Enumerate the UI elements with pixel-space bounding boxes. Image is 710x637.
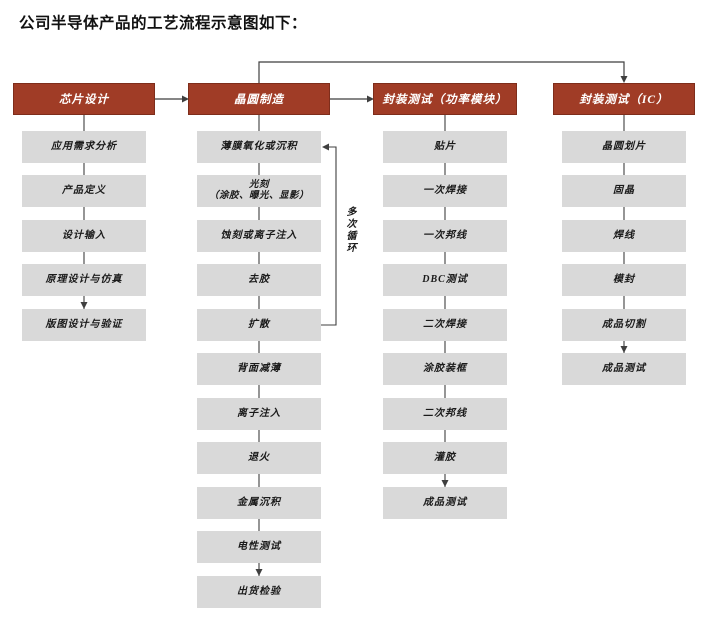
step-thinfilm-oxidation-deposition: 薄膜氧化或沉积 bbox=[197, 131, 321, 163]
arrowhead-down-icon bbox=[255, 569, 263, 576]
step-wire-bonding: 焊线 bbox=[562, 220, 686, 252]
step-first-wire-bonding: 一次邦线 bbox=[383, 220, 507, 252]
step-electrical-test: 电性测试 bbox=[197, 531, 321, 563]
step-die-bonding: 固晶 bbox=[562, 175, 686, 207]
step-product-definition: 产品定义 bbox=[22, 175, 146, 207]
step-lithography: 光刻 （涂胶、曝光、显影） bbox=[197, 175, 321, 207]
step-product-cutting: 成品切割 bbox=[562, 309, 686, 341]
loop-connector bbox=[321, 143, 337, 326]
step-final-test-module: 成品测试 bbox=[383, 487, 507, 519]
page-title: 公司半导体产品的工艺流程示意图如下： bbox=[19, 15, 308, 32]
step-ion-implantation: 离子注入 bbox=[197, 398, 321, 430]
header-wafer-fab: 晶圆制造 bbox=[188, 83, 330, 115]
step-second-soldering: 二次焊接 bbox=[383, 309, 507, 341]
loop-label: 多次循环 bbox=[344, 206, 355, 254]
step-glue-coating-framing: 涂胶装框 bbox=[383, 353, 507, 385]
arrowhead-down-icon bbox=[80, 302, 88, 309]
step-app-requirements-analysis: 应用需求分析 bbox=[22, 131, 146, 163]
arrowhead-down-icon bbox=[441, 480, 449, 487]
step-final-test-ic: 成品测试 bbox=[562, 353, 686, 385]
step-wafer-dicing: 晶圆划片 bbox=[562, 131, 686, 163]
step-die-attach: 贴片 bbox=[383, 131, 507, 163]
step-etch-or-ion-implant: 蚀刻或离子注入 bbox=[197, 220, 321, 252]
header-package-test-ic: 封装测试（IC） bbox=[553, 83, 695, 115]
arrowhead-down-icon bbox=[620, 76, 628, 83]
bypass-connector bbox=[258, 61, 628, 83]
header-package-test-module: 封装测试（功率模块） bbox=[373, 83, 517, 115]
step-annealing: 退火 bbox=[197, 442, 321, 474]
step-potting: 灌胶 bbox=[383, 442, 507, 474]
header-chip-design: 芯片设计 bbox=[13, 83, 155, 115]
step-backside-thinning: 背面减薄 bbox=[197, 353, 321, 385]
step-outgoing-inspection: 出货检验 bbox=[197, 576, 321, 608]
step-metal-deposition: 金属沉积 bbox=[197, 487, 321, 519]
step-second-wire-bonding: 二次邦线 bbox=[383, 398, 507, 430]
step-dbc-test: DBC测试 bbox=[383, 264, 507, 296]
step-schematic-design-simulation: 原理设计与仿真 bbox=[22, 264, 146, 296]
step-molding: 模封 bbox=[562, 264, 686, 296]
step-layout-design-verification: 版图设计与验证 bbox=[22, 309, 146, 341]
step-resist-strip: 去胶 bbox=[197, 264, 321, 296]
arrowhead-down-icon bbox=[620, 346, 628, 353]
column-connectors bbox=[80, 115, 628, 576]
step-design-input: 设计输入 bbox=[22, 220, 146, 252]
step-first-soldering: 一次焊接 bbox=[383, 175, 507, 207]
step-diffusion: 扩散 bbox=[197, 309, 321, 341]
arrowhead-left-icon bbox=[322, 143, 329, 151]
